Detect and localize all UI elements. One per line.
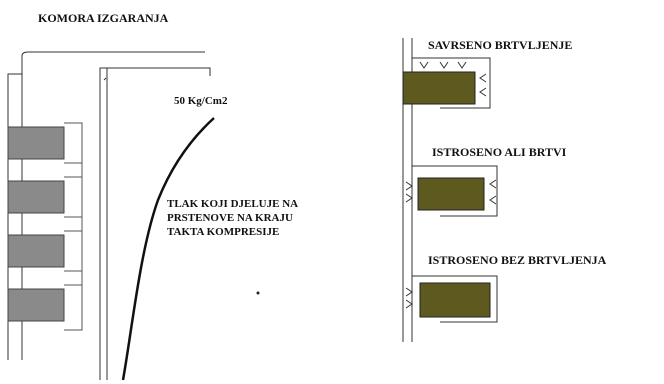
pressure-note-line1: TLAK KOJI DJELUJE NA [167, 198, 299, 210]
chamber-label: KOMORA IZGARANJA [38, 11, 169, 25]
grey-ring-4 [7, 288, 65, 322]
pressure-arrows-perfect [419, 61, 487, 97]
grey-piston-rings [7, 122, 83, 331]
pressure-note-line3: TAKTA KOMPRESIJE [167, 226, 280, 238]
olive-ring-perfect [402, 71, 476, 105]
stray-dot [256, 291, 260, 295]
case-worn-no-seal [405, 275, 498, 323]
pressure-value-label: 50 Kg/Cm2 [174, 95, 228, 107]
state-worn-sealing-label: ISTROSENO ALI BRTVI [432, 145, 567, 159]
olive-ring-worn-no-seal [419, 282, 491, 318]
pressure-arrows-worn-no-seal [405, 287, 413, 309]
grey-ring-3 [7, 234, 65, 268]
pressure-arrows-worn-sealing [405, 179, 497, 205]
pressure-curve [121, 117, 215, 381]
state-perfect-label: SAVRSENO BRTVLJENJE [428, 38, 573, 52]
pressure-note-line2: PRSTENOVE NA KRAJU [167, 212, 293, 224]
olive-ring-worn-sealing [417, 177, 485, 211]
case-worn-sealing [405, 165, 498, 217]
state-worn-no-seal-label: ISTROSENO BEZ BRTVLJENJA [428, 253, 607, 267]
grey-ring-2 [7, 180, 65, 214]
case-perfect-seal [402, 57, 491, 109]
pressure-graph-axes [99, 67, 211, 380]
grey-ring-1 [7, 126, 65, 160]
